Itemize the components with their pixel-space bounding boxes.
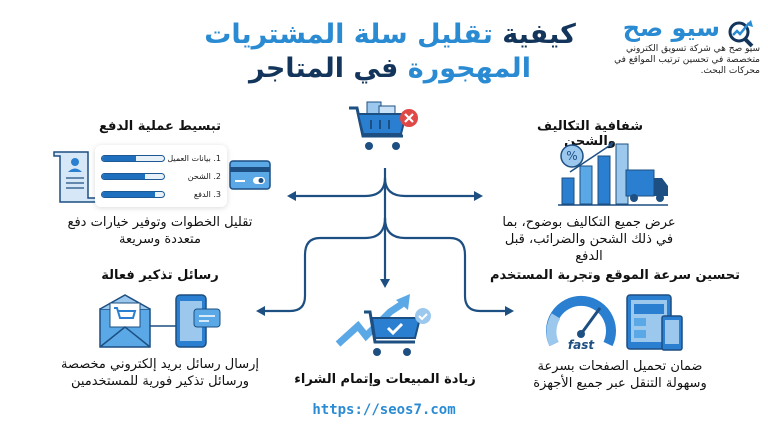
payment-title: تبسيط عملية الدفع <box>98 119 222 134</box>
speed-title: تحسين سرعة الموقع وتجربة المستخدم <box>490 268 740 283</box>
search-growth-icon <box>728 20 754 48</box>
cost-chart-delivery-icon: % <box>558 142 668 206</box>
progress-bar <box>101 154 165 162</box>
logo-description: سيو صح هي شركة تسويق الكتروني متخصصة في … <box>614 44 760 76</box>
website-link[interactable]: https://seos7.com <box>312 402 456 418</box>
brand-logo: سيو صح سيو صح هي شركة تسويق الكتروني متخ… <box>612 14 760 77</box>
checkout-steps-panel: 1. بيانات العميل 2. الشحن 3. الدفع <box>95 145 227 207</box>
check-badge-icon <box>415 308 431 324</box>
chat-bubble-icon <box>193 308 221 328</box>
progress-bar <box>101 190 165 198</box>
reminders-title: رسائل تذكير فعالة <box>101 268 219 283</box>
percent-icon <box>560 144 584 168</box>
result-title: زيادة المبيعات وإتمام الشراء <box>294 372 476 387</box>
checkout-step: 1. بيانات العميل <box>101 149 221 167</box>
checkout-step: 2. الشحن <box>101 167 221 185</box>
costs-description: عرض جميع التكاليف بوضوح، بما في ذلك الشح… <box>502 215 676 264</box>
svg-text:%: % <box>566 149 577 163</box>
svg-text:fast: fast <box>568 338 595 352</box>
costs-title: شفافية التكاليف والشحن <box>536 119 643 149</box>
logo-name: سيو صح <box>622 14 720 42</box>
abandoned-cart-icon <box>349 101 418 150</box>
cart-icon <box>114 307 137 319</box>
successful-cart-growth-icon <box>336 294 431 356</box>
progress-bar <box>101 172 165 180</box>
responsive-devices-icon <box>626 294 683 351</box>
checkout-step: 3. الدفع <box>101 185 221 203</box>
speedometer-icon: fast <box>546 296 616 352</box>
reminders-description: إرسال رسائل بريد إلكتروني مخصصة ورسائل ت… <box>61 357 259 389</box>
email-phone-reminder-icon <box>99 294 221 348</box>
credit-card-icon <box>229 160 271 190</box>
invoice-icon <box>53 151 97 203</box>
speed-description: ضمان تحميل الصفحات بسرعة وسهولة التنقل ع… <box>533 359 707 391</box>
page-title: كيفية تقليل سلة المشتريات المهجورة في ال… <box>204 19 576 84</box>
payment-description: تقليل الخطوات وتوفير خيارات دفع متعددة و… <box>67 215 253 247</box>
